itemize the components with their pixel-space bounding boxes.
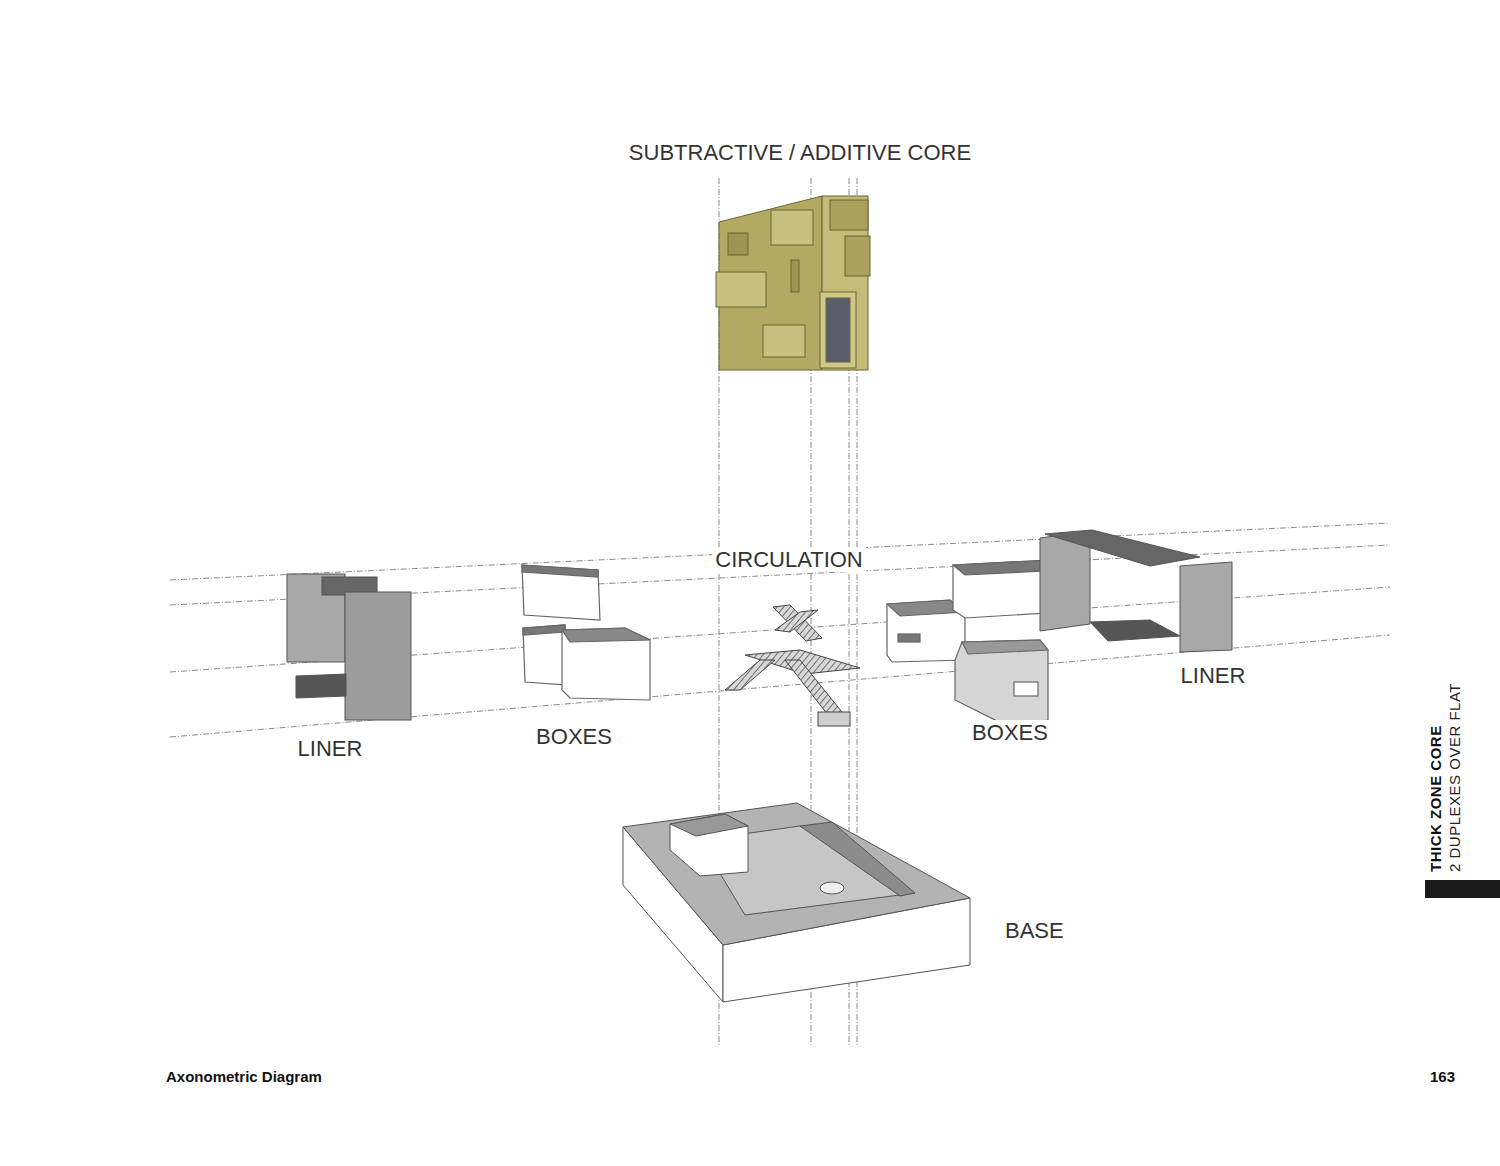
liner-panels [1180, 562, 1232, 652]
box-volumes [522, 565, 650, 700]
liner-panels [1045, 530, 1200, 566]
part-name: LINER [1178, 663, 1249, 688]
stair-flights [725, 660, 775, 690]
guide-line [170, 178, 1390, 1045]
box-volumes [962, 640, 1048, 654]
core-block [771, 210, 813, 245]
core-block [763, 325, 805, 357]
core-block [716, 272, 766, 307]
liner-panels [287, 574, 411, 720]
page-number: 163 [1430, 1068, 1455, 1085]
base-plinth [623, 803, 970, 945]
core-block [716, 196, 870, 370]
liner-panels [1090, 620, 1180, 641]
figure-caption: Axonometric Diagram [166, 1068, 322, 1085]
liner-panels [345, 592, 411, 720]
liner-panels [1040, 531, 1090, 631]
box-volumes [522, 565, 598, 577]
core-block [845, 236, 870, 276]
base-plinth [623, 803, 970, 1002]
box-volumes [562, 628, 650, 642]
part-name: CIRCULATION [712, 547, 866, 572]
box-volumes [1014, 682, 1038, 696]
section-title: THICK ZONE CORE [1427, 725, 1444, 872]
core-block [820, 292, 856, 368]
core-block [822, 196, 868, 370]
stair-flights [773, 605, 822, 641]
base-plinth [670, 814, 748, 876]
base-plinth [670, 814, 748, 836]
part-name: BOXES [533, 724, 615, 749]
box-volumes [562, 628, 650, 700]
box-volumes [522, 565, 600, 620]
box-volumes [887, 560, 1063, 740]
box-volumes [898, 634, 920, 642]
box-volumes [523, 625, 568, 685]
part-name: SUBTRACTIVE / ADDITIVE CORE [626, 140, 974, 165]
part-name: BOXES [969, 720, 1051, 745]
core-block [826, 298, 850, 362]
stair-flights [818, 712, 850, 726]
stair-flights [775, 610, 818, 632]
liner-panels [296, 674, 346, 698]
section-tab [1425, 880, 1500, 898]
stair-flights [725, 605, 860, 726]
core-block [830, 200, 868, 230]
part-name: LINER [295, 736, 366, 761]
section-subtitle: 2 DUPLEXES OVER FLAT [1446, 683, 1463, 872]
box-volumes [523, 625, 565, 635]
core-block [791, 260, 799, 292]
core-block [728, 233, 748, 255]
part-name: BASE [1002, 918, 1067, 943]
liner-panels [1040, 530, 1232, 652]
base-plinth [820, 882, 844, 894]
base-plinth [800, 822, 915, 896]
